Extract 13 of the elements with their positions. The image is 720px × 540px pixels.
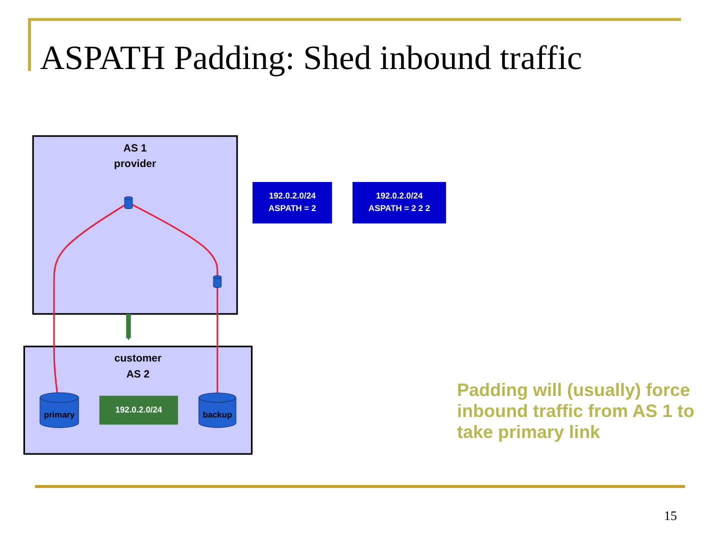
node-box: 192.0.2.0/24 ASPATH = 2 [252,182,332,224]
cluster: AS 1 provider [32,135,238,315]
connector [132,204,218,276]
connector [53,204,125,393]
node-box: 192.0.2.0/24 [99,396,178,425]
node-cylinder [213,275,222,288]
arrow [126,314,131,340]
note-text: Padding will (usually) force inbound traffic from AS 1 to take primary link [457,380,696,443]
node-box: 192.0.2.0/24 ASPATH = 2 2 2 [352,182,446,224]
slide-title: ASPATH Padding: Shed inbound traffic [40,40,582,78]
connector [216,288,218,393]
page-number: 15 [664,508,677,524]
node-cylinder [124,196,133,209]
